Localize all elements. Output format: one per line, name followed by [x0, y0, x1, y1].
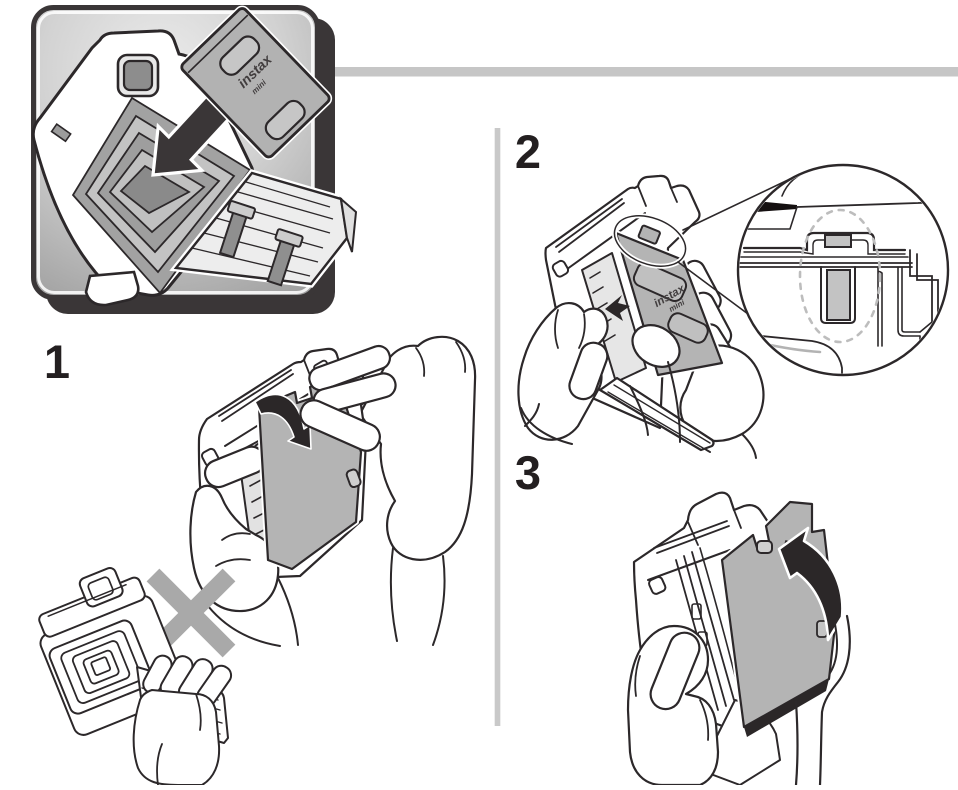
- svg-text:3: 3: [515, 446, 541, 499]
- svg-text:2: 2: [515, 125, 541, 178]
- svg-text:1: 1: [44, 335, 70, 388]
